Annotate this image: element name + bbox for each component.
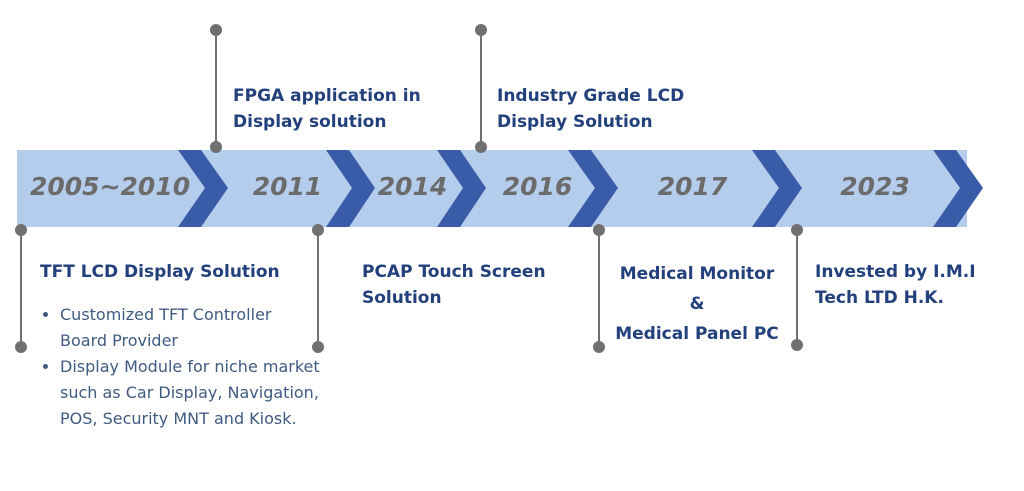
event-invested: Invested by I.M.I Tech LTD H.K. (815, 259, 976, 311)
event-line: Industry Grade LCD (497, 86, 685, 106)
chevron-icon (933, 150, 983, 227)
timeline-band (17, 150, 967, 227)
event-line: FPGA application in (233, 86, 421, 106)
chevron-icon (326, 150, 375, 227)
event-tft-title: TFT LCD Display Solution (40, 262, 280, 282)
event-medical: Medical Monitor & Medical Panel PC (612, 259, 782, 349)
event-line: PCAP Touch Screen (362, 262, 546, 282)
chevron-icon (178, 150, 228, 227)
event-line: Display solution (233, 112, 387, 132)
event-industry: Industry Grade LCD Display Solution (497, 83, 684, 135)
year-label: 2011 (252, 172, 323, 201)
event-line: Medical Panel PC (615, 324, 779, 344)
year-label: 2017 (657, 172, 728, 201)
event-line: Invested by I.M.I (815, 262, 976, 282)
bullet-item: Customized TFT Controller Board Provider (60, 302, 320, 354)
year-label: 2014 (377, 172, 448, 201)
event-fpga: FPGA application in Display solution (233, 83, 421, 135)
year-label: 2016 (502, 172, 573, 201)
year-label: 2005~2010 (30, 172, 191, 201)
event-line: Tech LTD H.K. (815, 288, 944, 308)
event-tft-bullets: Customized TFT Controller Board Provider… (40, 302, 320, 432)
bullet-item: Display Module for niche market such as … (60, 354, 320, 432)
event-line: Display Solution (497, 112, 653, 132)
chevron-icon (752, 150, 802, 227)
event-line: & (689, 294, 705, 314)
year-label: 2023 (840, 172, 910, 201)
event-pcap: PCAP Touch Screen Solution (362, 259, 546, 311)
event-line: Solution (362, 288, 442, 308)
event-line: Medical Monitor (619, 264, 775, 284)
chevron-icon (568, 150, 618, 227)
chevron-icon (437, 150, 486, 227)
